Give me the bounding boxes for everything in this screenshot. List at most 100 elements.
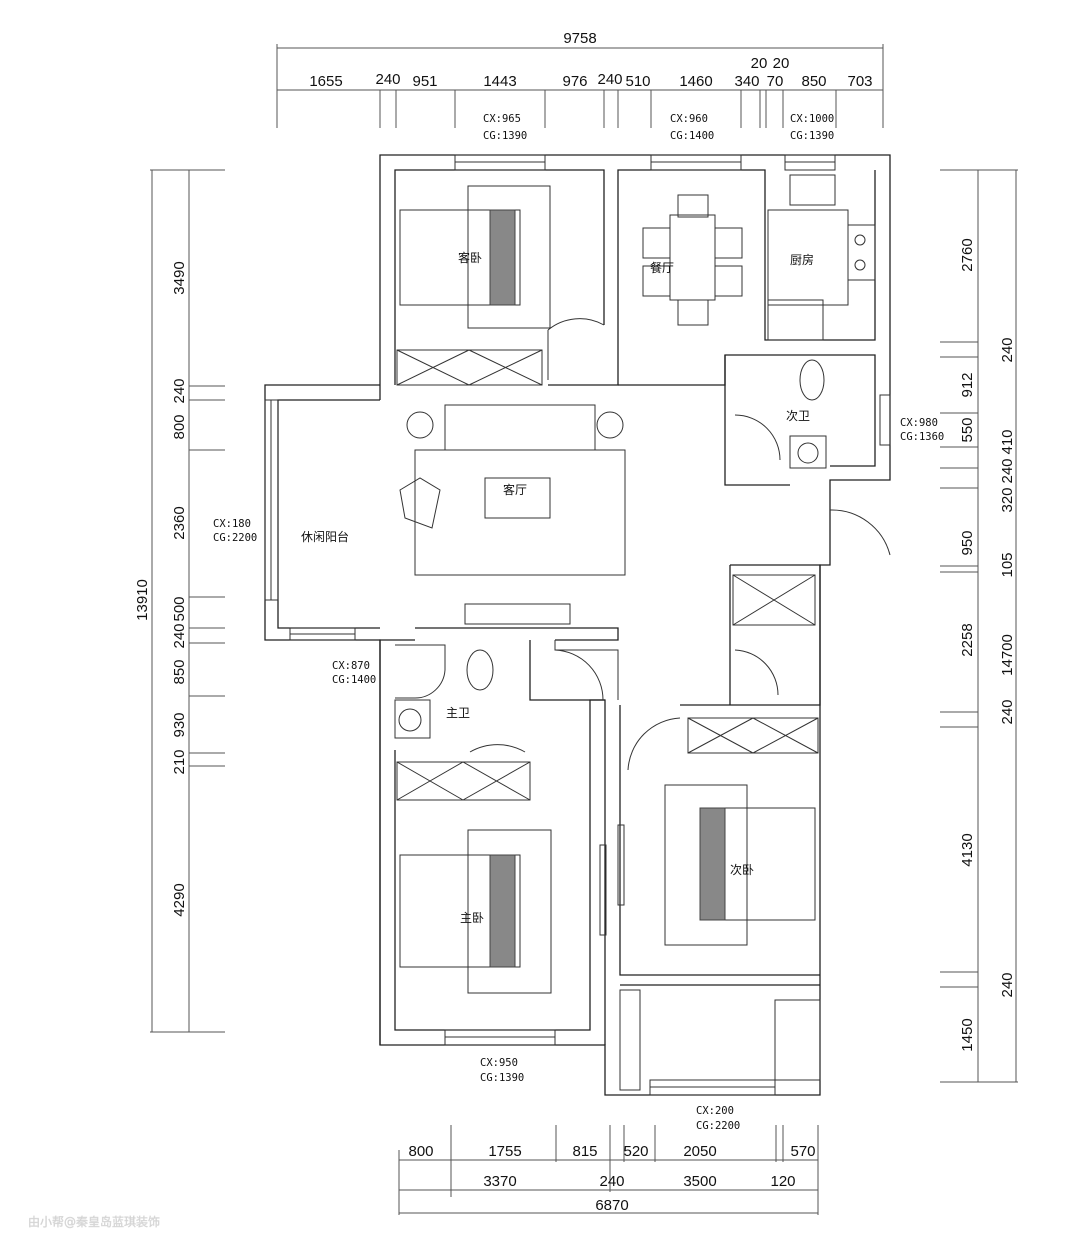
washing-machine — [774, 999, 821, 1081]
dim-label: 240 — [999, 699, 1016, 724]
dim-label: 240 — [999, 972, 1016, 997]
room-master-bedroom: 主卧 — [460, 911, 484, 925]
sink-second-bath — [789, 435, 827, 469]
dim-label: 240 — [171, 378, 188, 403]
dim-label: 210 — [171, 749, 188, 774]
dining-table — [669, 214, 716, 301]
sofa — [444, 404, 596, 451]
wardrobe-guest — [396, 349, 543, 386]
dim-label: 815 — [572, 1143, 597, 1160]
guest-bed — [399, 209, 521, 306]
dim-left-segments: 3490 240 800 2360 500 240 850 930 210 42… — [171, 261, 188, 916]
dim-label: 2050 — [683, 1143, 716, 1160]
opening-cx: CX:950 — [480, 1057, 518, 1069]
dim-label: 20 — [773, 55, 790, 72]
dim-label: 1450 — [959, 1018, 976, 1051]
dim-label: 3500 — [683, 1173, 716, 1190]
opening-cx: CX:870 — [332, 660, 370, 672]
room-leisure-balcony: 休闲阳台 — [301, 529, 349, 544]
dim-label: 240 — [999, 458, 1016, 483]
opening-cx: CX:180 — [213, 518, 251, 530]
room-second-bath: 次卫 — [786, 409, 810, 423]
opening-cx: CX:965 — [483, 113, 521, 125]
dim-label: 3370 — [483, 1173, 516, 1190]
toilet-second-bath — [799, 359, 825, 401]
dim-label: 500 — [171, 596, 188, 621]
toilet-master-bath — [466, 649, 494, 691]
opening-cg: CG:2200 — [213, 532, 257, 544]
dim-label: 4130 — [959, 833, 976, 866]
room-living: 客厅 — [503, 482, 527, 497]
opening-cx: CX:960 — [670, 113, 708, 125]
wardrobe-master — [396, 761, 531, 801]
dim-label: 240 — [999, 337, 1016, 362]
master-bed-rug — [467, 829, 552, 994]
dim-left-total: 13910 — [134, 579, 151, 621]
dim-label: 240 — [171, 623, 188, 648]
room-second-bedroom: 次卧 — [730, 863, 754, 877]
dim-label: 320 — [999, 487, 1016, 512]
kitchen-sink — [789, 174, 836, 206]
room-kitchen: 厨房 — [790, 252, 814, 267]
living-rug — [414, 449, 626, 576]
opening-cg: CG:1360 — [900, 431, 944, 443]
room-guest-bedroom: 客卧 — [458, 250, 482, 265]
watermark: 由小帮@秦皇岛蓝琪装饰 — [28, 1214, 160, 1229]
room-master-bath: 主卫 — [446, 706, 470, 720]
dim-label: 912 — [959, 372, 976, 397]
windows — [264, 154, 891, 1096]
dim-label: 4290 — [171, 883, 188, 916]
dim-right-outer: 240 320 240 410 105 14700 240 240 — [999, 337, 1016, 997]
dim-label: 1655 — [309, 73, 342, 90]
dim-label: 800 — [171, 414, 188, 439]
dim-top-segments: 1655 240 951 1443 976 240 510 1460 340 2… — [309, 55, 872, 90]
opening-cg: CG:1390 — [480, 1072, 524, 1084]
dim-bottom: 800 1755 815 520 2050 570 3370 240 3500 … — [408, 1143, 815, 1214]
master-bed — [399, 854, 521, 968]
dim-label: 520 — [623, 1143, 648, 1160]
dim-label: 240 — [375, 71, 400, 88]
opening-cx: CX:200 — [696, 1105, 734, 1117]
dim-label: 105 — [999, 552, 1016, 577]
dim-label: 570 — [790, 1143, 815, 1160]
second-bed-rug — [664, 784, 748, 946]
dim-label: 2360 — [171, 506, 188, 539]
guest-bed-rug — [467, 185, 551, 329]
dim-label: 951 — [412, 73, 437, 90]
dim-label: 240 — [597, 71, 622, 88]
dim-label: 800 — [408, 1143, 433, 1160]
opening-cg: CG:1390 — [483, 130, 527, 142]
armchair — [399, 477, 441, 529]
dim-label: 410 — [999, 429, 1016, 454]
dim-label: 930 — [171, 712, 188, 737]
room-labels: 客卧 餐厅 厨房 次卫 客厅 休闲阳台 主卫 主卧 次卧 — [301, 250, 814, 925]
dim-label: 14700 — [999, 634, 1016, 676]
opening-labels: CX:965 CG:1390 CX:960 CG:1400 CX:1000 CG… — [213, 113, 944, 1132]
dim-label: 850 — [171, 659, 188, 684]
dim-label: 20 — [751, 55, 768, 72]
dim-label: 240 — [599, 1173, 624, 1190]
dim-label: 703 — [847, 73, 872, 90]
coffee-table — [484, 477, 551, 519]
dim-label: 120 — [770, 1173, 795, 1190]
dimension-lines — [150, 44, 1018, 1215]
dim-label: 1443 — [483, 73, 516, 90]
dim-label: 1460 — [679, 73, 712, 90]
dim-label: 2258 — [959, 623, 976, 656]
opening-cg: CG:1400 — [332, 674, 376, 686]
dim-label: 340 — [734, 73, 759, 90]
dim-label: 3490 — [171, 261, 188, 294]
room-dining: 餐厅 — [650, 260, 674, 275]
opening-cg: CG:1390 — [790, 130, 834, 142]
dim-top-total: 9758 — [563, 30, 596, 47]
dim-label: 550 — [959, 417, 976, 442]
dim-label: 70 — [767, 73, 784, 90]
dim-label: 950 — [959, 530, 976, 555]
opening-cx: CX:1000 — [790, 113, 834, 125]
dim-bottom-total: 6870 — [595, 1197, 628, 1214]
opening-cg: CG:2200 — [696, 1120, 740, 1132]
dim-label: 976 — [562, 73, 587, 90]
opening-cx: CX:980 — [900, 417, 938, 429]
dim-label: 510 — [625, 73, 650, 90]
